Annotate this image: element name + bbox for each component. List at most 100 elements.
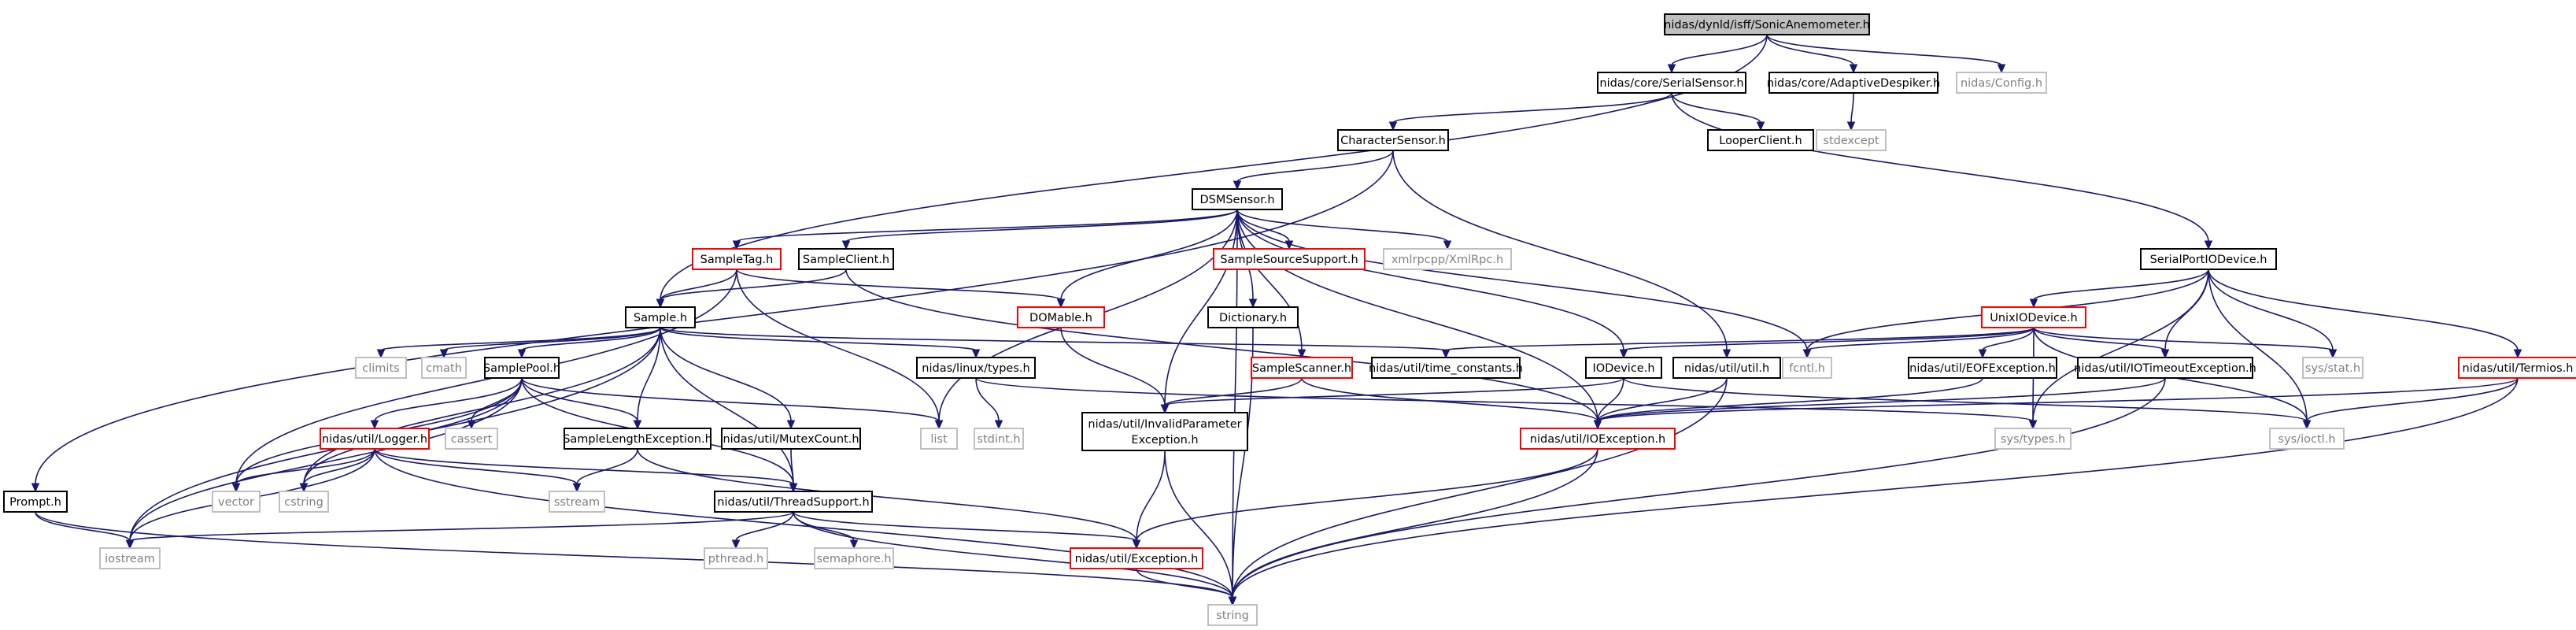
node-box [1070, 547, 1203, 569]
node-box [1081, 412, 1248, 451]
node-looper[interactable]: LooperClient.h [1707, 129, 1814, 151]
node-stdint[interactable]: stdint.h [974, 428, 1024, 450]
node-box [1672, 357, 1781, 379]
edge-exception-to-string [1136, 568, 1237, 606]
node-label: nidas/util/ThreadSupport.h [717, 496, 869, 509]
node-label: nidas/util/EOFException.h [1909, 362, 2056, 375]
node-threadsupport[interactable]: nidas/util/ThreadSupport.h [714, 491, 873, 513]
node-logger[interactable]: nidas/util/Logger.h [320, 428, 430, 450]
node-termios[interactable]: nidas/util/Termios.h [2458, 357, 2576, 379]
node-box [1520, 428, 1676, 450]
edge-sample-to-mutexcount [660, 327, 796, 430]
node-mutexcount[interactable]: nidas/util/MutexCount.h [721, 428, 861, 450]
node-sstream[interactable]: sstream [549, 491, 605, 513]
node-box [2458, 357, 2576, 379]
edge-sample-to-cmath [439, 327, 661, 359]
node-box [1707, 129, 1814, 151]
node-dsmsensor[interactable]: DSMSensor.h [1192, 188, 1283, 210]
edge-serialport-to-sysstat [2208, 269, 2338, 359]
node-root[interactable]: nidas/dynld/isff/SonicAnemometer.h [1664, 13, 1870, 35]
node-vector[interactable]: vector [212, 491, 261, 513]
edge-sample-to-threadsupport [660, 327, 798, 493]
edge-termios-to-ioexc [1593, 377, 2519, 430]
node-utilh[interactable]: nidas/util/util.h [1672, 357, 1781, 379]
edge-sample-to-samplepool [517, 327, 661, 359]
node-label: nidas/util/Logger.h [322, 433, 427, 446]
node-sysstat[interactable]: sys/stat.h [2302, 357, 2363, 379]
node-sampletag[interactable]: SampleTag.h [692, 248, 782, 270]
node-list[interactable]: list [920, 428, 958, 450]
node-box [1017, 306, 1105, 328]
node-label: string [1216, 610, 1249, 622]
node-box [1207, 604, 1258, 626]
node-iostream[interactable]: iostream [99, 547, 161, 569]
node-box [355, 357, 407, 379]
edge-prompt-to-string [35, 511, 1237, 606]
node-serialsensor[interactable]: nidas/core/SerialSensor.h [1597, 72, 1746, 94]
node-prompt[interactable]: Prompt.h [3, 491, 68, 513]
node-despiker[interactable]: nidas/core/AdaptiveDespiker.h [1767, 72, 1940, 94]
node-label: stdexcept [1823, 135, 1879, 147]
edge-iodevice-to-sysioctl [1623, 377, 2312, 430]
node-cassert[interactable]: cassert [445, 428, 498, 450]
node-ioexc[interactable]: nidas/util/IOException.h [1520, 428, 1676, 450]
node-charsensor[interactable]: CharacterSensor.h [1337, 129, 1449, 151]
node-iotimeout[interactable]: nidas/util/IOTimeoutException.h [2074, 357, 2256, 379]
node-unixio[interactable]: UnixIODevice.h [1981, 306, 2086, 328]
node-sysioctl[interactable]: sys/ioctl.h [2269, 428, 2345, 450]
node-label: UnixIODevice.h [1990, 312, 2078, 324]
node-samplepool[interactable]: SamplePool.h [483, 357, 560, 379]
node-label: cassert [451, 433, 493, 446]
node-sourcesupport[interactable]: SampleSourceSupport.h [1213, 248, 1366, 270]
node-scanner[interactable]: SampleScanner.h [1251, 357, 1353, 379]
node-sampleclient[interactable]: SampleClient.h [798, 248, 894, 270]
node-box [974, 428, 1024, 450]
node-cstring[interactable]: cstring [279, 491, 329, 513]
node-label: nidas/linux/types.h [922, 362, 1029, 375]
node-sample[interactable]: Sample.h [625, 306, 696, 328]
node-box [2302, 357, 2363, 379]
node-label: Dictionary.h [1219, 312, 1287, 324]
node-stdexcept[interactable]: stdexcept [1816, 129, 1887, 151]
node-box [916, 357, 1036, 379]
node-config[interactable]: nidas/Config.h [1956, 72, 2047, 94]
node-pthread[interactable]: pthread.h [704, 547, 768, 569]
edge-iodevice-to-invalidparam [1160, 377, 1624, 414]
node-climits[interactable]: climits [355, 357, 407, 379]
edge-sampletag-to-domable [736, 269, 1066, 309]
node-domable[interactable]: DOMable.h [1017, 306, 1105, 328]
edge-samplelenexc-to-sstream [572, 448, 638, 493]
node-systypes[interactable]: sys/types.h [1994, 428, 2072, 450]
edge-despiker-to-stdexcept [1846, 92, 1856, 132]
node-exception[interactable]: nidas/util/Exception.h [1070, 547, 1203, 569]
node-linuxtypes[interactable]: nidas/linux/types.h [916, 357, 1036, 379]
edge-unixio-to-iotimeout [2033, 327, 2170, 359]
node-fcntl[interactable]: fcntl.h [1782, 357, 1832, 379]
edge-sample-to-climits [376, 327, 661, 359]
node-box [3, 491, 68, 513]
node-dictionary[interactable]: Dictionary.h [1207, 306, 1299, 328]
node-xmlrpc[interactable]: xmlrpcpp/XmlRpc.h [1383, 248, 1512, 270]
node-box [1664, 13, 1870, 35]
node-serialport[interactable]: SerialPortIODevice.h [2140, 248, 2277, 270]
node-samplelenexc[interactable]: SampleLengthException.h [563, 428, 712, 450]
node-box [1816, 129, 1887, 151]
node-box [1768, 72, 1938, 94]
edge-serialport-to-unixio [2029, 269, 2209, 309]
node-timeconst[interactable]: nidas/util/time_constants.h [1369, 357, 1523, 379]
edge-sample-to-linuxtypes [660, 327, 981, 359]
node-eofexc[interactable]: nidas/util/EOFException.h [1908, 357, 2057, 379]
node-label: SampleLengthException.h [563, 433, 712, 446]
node-label: SampleScanner.h [1252, 362, 1351, 375]
node-box [692, 248, 782, 270]
edge-dsmsensor-to-sampleclient [841, 209, 1238, 250]
node-string[interactable]: string [1207, 604, 1258, 626]
node-label: nidas/Config.h [1961, 77, 2042, 90]
node-cmath[interactable]: cmath [421, 357, 467, 379]
node-iodevice[interactable]: IODevice.h [1585, 357, 1662, 379]
node-label: nidas/dynld/isff/SonicAnemometer.h [1664, 19, 1870, 32]
node-semaphore[interactable]: semaphore.h [814, 547, 894, 569]
node-label: climits [362, 362, 399, 375]
node-box [2269, 428, 2345, 450]
